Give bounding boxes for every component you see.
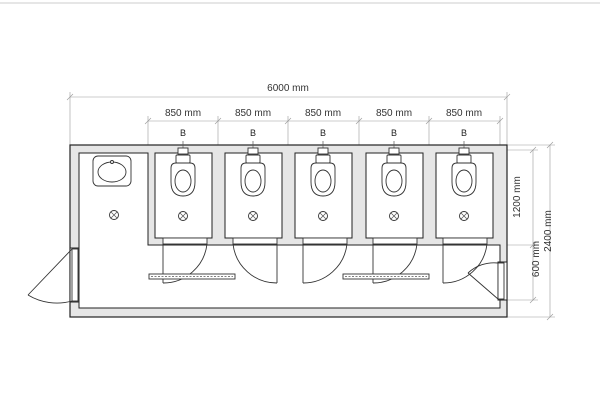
cabin-label: B: [180, 128, 186, 138]
cabin-width-label: 850 mm: [376, 108, 412, 119]
cabin-label: B: [391, 128, 397, 138]
cabin-label: B: [250, 128, 256, 138]
floor-gutters: [148, 273, 430, 280]
toilet-icon: [170, 154, 196, 197]
floor-drain-icon: [248, 211, 258, 221]
washbasin-icon: [92, 155, 132, 187]
water-inlet-icon: [177, 141, 189, 155]
water-inlet-icon: [458, 141, 470, 155]
cabin-door-3: [302, 237, 348, 284]
toilet-icon: [451, 154, 477, 197]
floor-drain-icon: [389, 211, 399, 221]
depth-dimensions: 1200 mm 600 mm 2400 mm: [500, 141, 555, 321]
water-inlet-icon: [247, 141, 259, 155]
cabin-width-label: 850 mm: [446, 108, 482, 119]
toilet-icon: [381, 154, 407, 197]
cabin-door-5: [442, 237, 488, 284]
floor-drain-icon: [318, 211, 328, 221]
floor-drains: [109, 210, 469, 221]
overall-depth-label: 2400 mm: [543, 210, 554, 252]
water-inlets: [177, 141, 470, 155]
toilet-icon: [240, 154, 266, 197]
cabin-depth-label: 1200 mm: [512, 176, 523, 218]
corridor-depth-label: 600 mm: [531, 241, 542, 277]
gutter-icon: [148, 273, 236, 280]
overall-width-dimension: 6000 mm: [66, 83, 511, 145]
cabin-label: B: [320, 128, 326, 138]
cabin-width-dimensions: 850 mm 850 mm 850 mm 850 mm 850 mm: [144, 108, 504, 150]
floor-drain-icon: [459, 211, 469, 221]
cabin-width-label: 850 mm: [235, 108, 271, 119]
floor-drain-icon: [178, 211, 188, 221]
floor-drain-icon: [109, 210, 119, 220]
entrance-door-right: [467, 261, 508, 301]
cabin-doors: [162, 237, 488, 284]
cabin-width-label: 850 mm: [165, 108, 201, 119]
toilet-icon: [310, 154, 336, 197]
cabin-width-label: 850 mm: [305, 108, 341, 119]
toilets: [170, 154, 477, 197]
gutter-icon: [342, 273, 430, 280]
water-inlet-icon: [317, 141, 329, 155]
overall-width-label: 6000 mm: [267, 83, 309, 94]
corridor-floor: [78, 152, 501, 309]
cabin-door-2: [232, 237, 278, 284]
cabin-label: B: [461, 128, 467, 138]
water-inlet-icon: [388, 141, 400, 155]
entrance-door-left: [27, 247, 80, 304]
